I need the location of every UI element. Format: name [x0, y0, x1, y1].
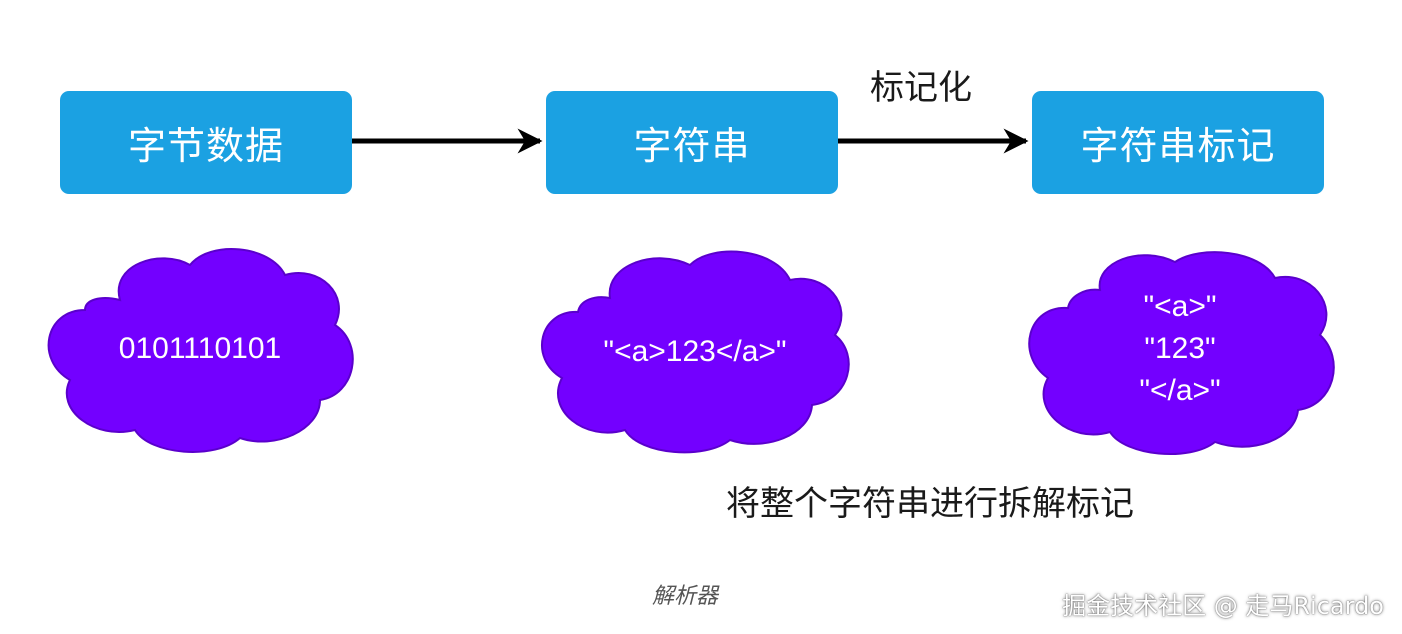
cloud-string-text: "<a>123</a>" [603, 335, 787, 368]
cloud-token-text: "123" [1144, 332, 1216, 365]
caption-split-tokens: 将整个字符串进行拆解标记 [726, 484, 1134, 524]
arrow-label-tokenize: 标记化 [870, 68, 972, 108]
cloud-bytes-text: 0101110101 [118, 332, 282, 365]
cloud-token-open-tag: "<a>" [1143, 290, 1217, 323]
node-string-tokens-label: 字符串标记 [1080, 124, 1276, 168]
node-byte-data-label: 字节数据 [127, 124, 284, 168]
cloud-bytes [47, 248, 354, 453]
cloud-token-close-tag: "</a>" [1139, 374, 1221, 407]
node-string-tokens: 字符串标记 [1032, 91, 1324, 194]
node-byte-data: 字节数据 [60, 91, 352, 194]
node-string: 字符串 [546, 91, 838, 194]
cloud-string [541, 250, 850, 454]
watermark: 掘金技术社区 @ 走马Ricardo [1062, 592, 1384, 620]
cloud-tokens [1028, 251, 1335, 456]
figure-caption-parser: 解析器 [651, 584, 718, 609]
node-string-label: 字符串 [633, 124, 751, 168]
